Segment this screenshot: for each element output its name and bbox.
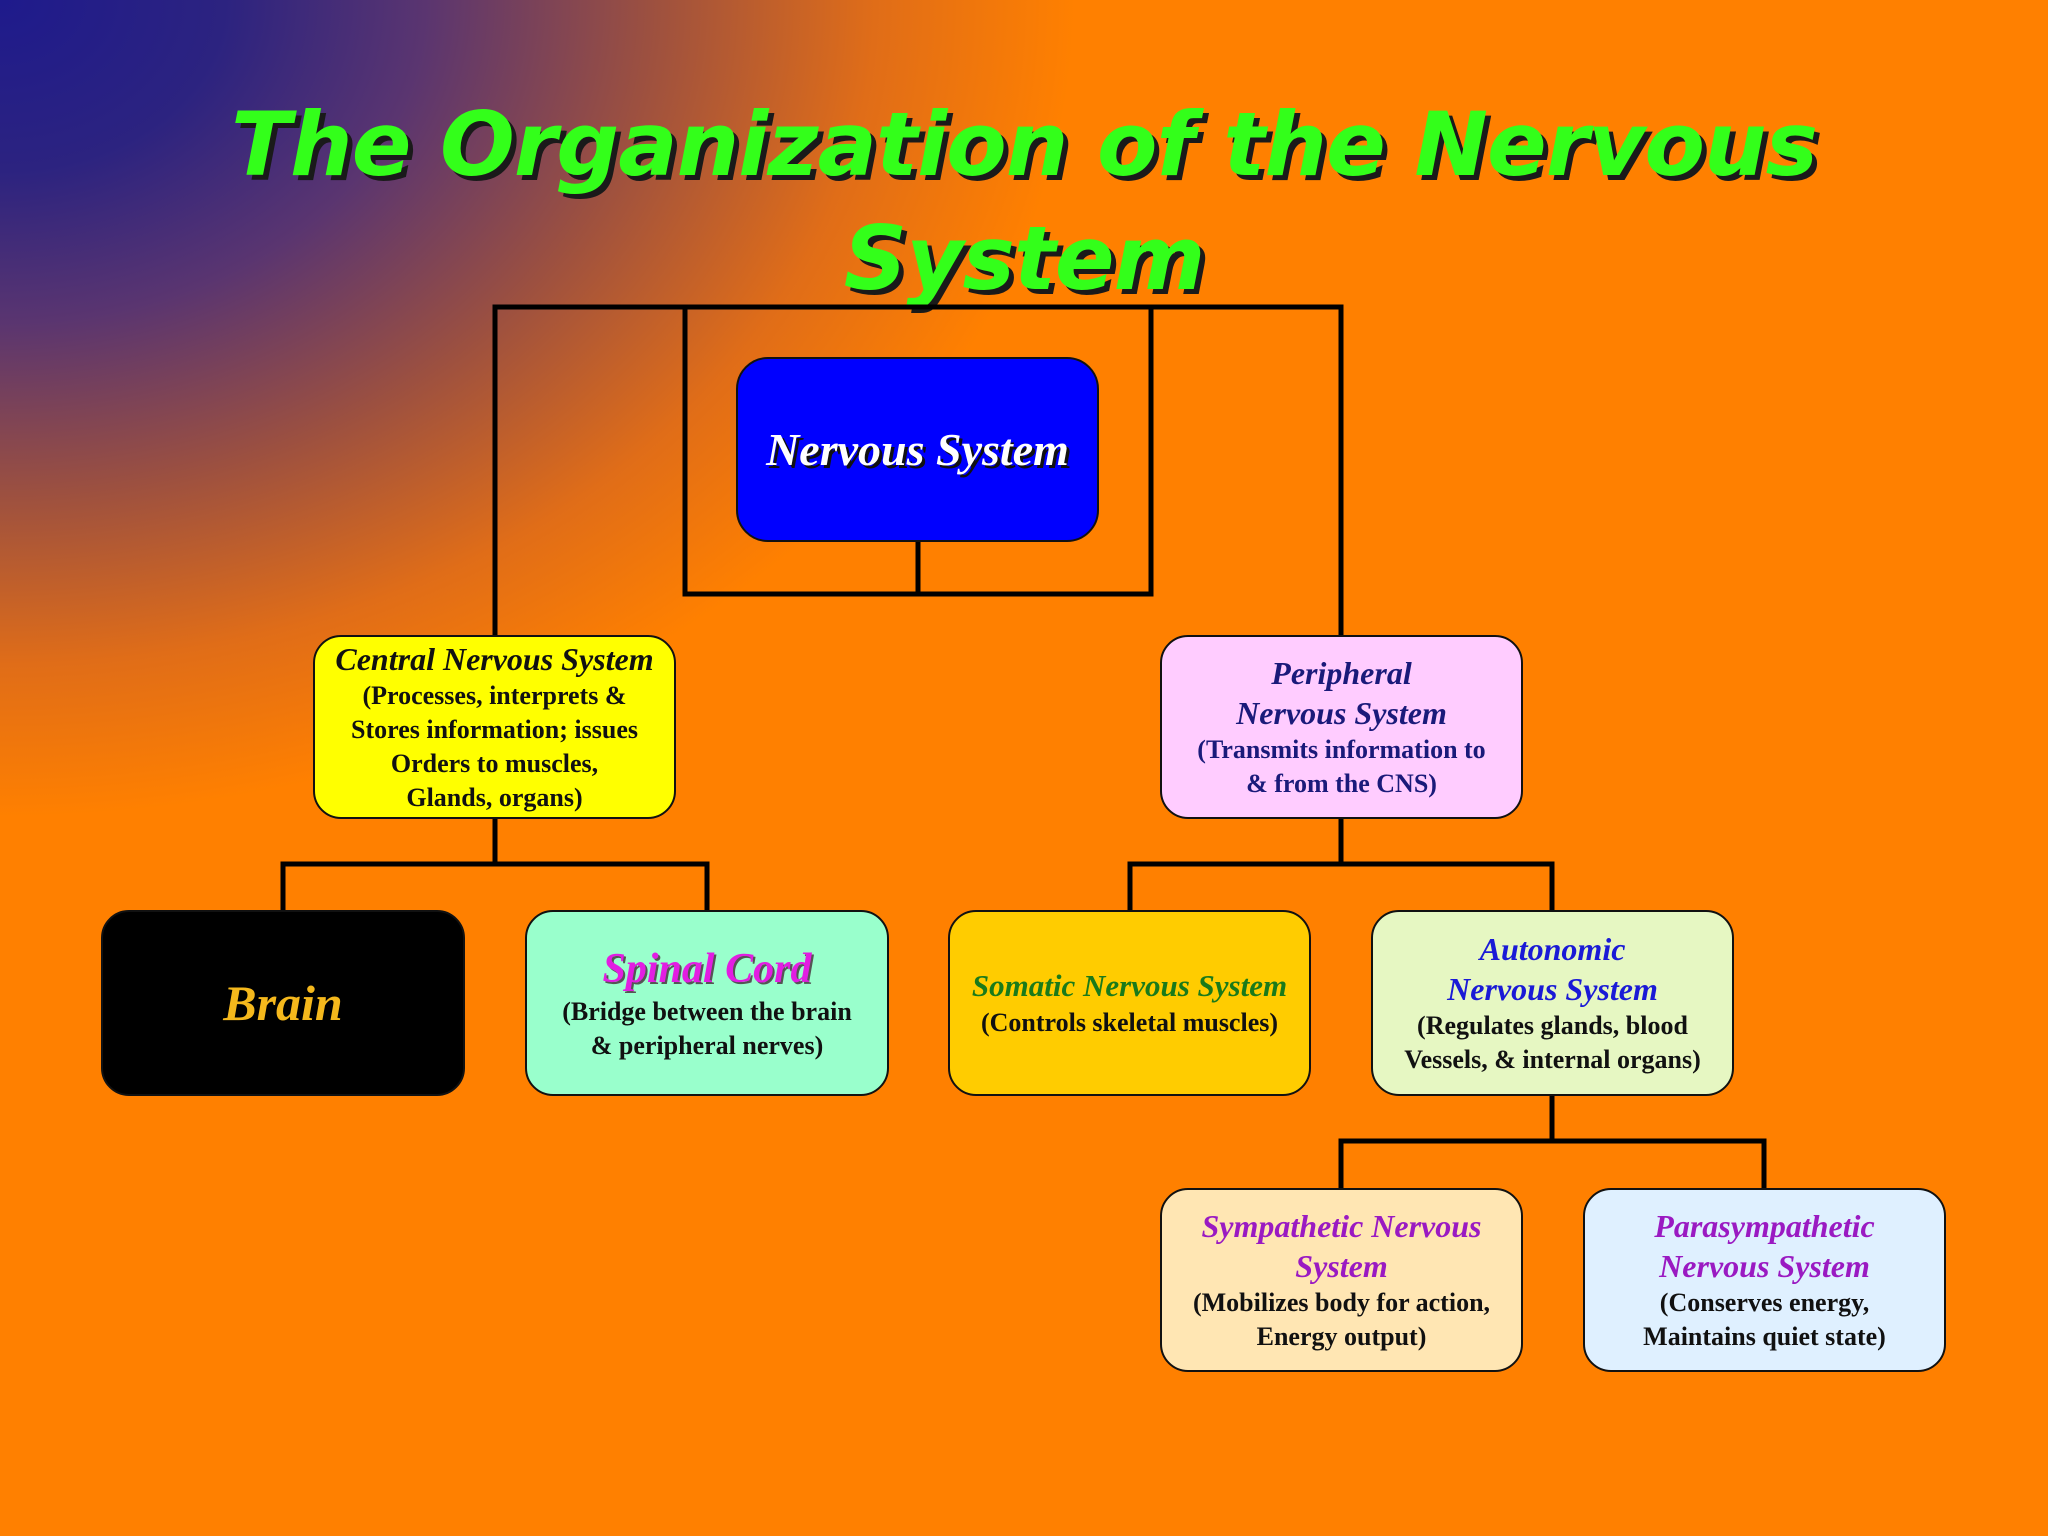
node-spinal-cord: Spinal Cord (Bridge between the brain & … [525, 910, 889, 1096]
node-cns-desc-2: Stores information; issues [351, 715, 638, 744]
node-cns-desc-1: (Processes, interprets & [362, 681, 627, 710]
node-sympathetic-title-1: Sympathetic Nervous [1201, 1208, 1482, 1244]
node-autonomic-desc-2: Vessels, & internal organs) [1404, 1045, 1701, 1074]
node-parasympathetic-nervous-system: Parasympathetic Nervous System (Conserve… [1583, 1188, 1946, 1372]
node-cns-desc-3: Orders to muscles, [390, 749, 599, 778]
node-sympathetic-desc-1: (Mobilizes body for action, [1192, 1288, 1491, 1317]
node-pns-desc-2: & from the CNS) [1246, 769, 1437, 798]
node-brain: Brain [101, 910, 465, 1096]
node-nervous-system: Nervous System [736, 357, 1099, 542]
node-autonomic-nervous-system: Autonomic Nervous System (Regulates glan… [1371, 910, 1734, 1096]
node-autonomic-title-2: Nervous System [1447, 971, 1658, 1007]
node-nervous-system-title: Nervous System [766, 423, 1069, 475]
node-somatic-desc-1: (Controls skeletal muscles) [980, 1008, 1279, 1037]
node-sympathetic-nervous-system: Sympathetic Nervous System (Mobilizes bo… [1160, 1188, 1523, 1372]
node-parasympathetic-title-1: Parasympathetic [1654, 1208, 1875, 1244]
connector-cns-children [280, 818, 710, 910]
connector-autonomic-children [1338, 1095, 1767, 1188]
node-parasympathetic-desc-1: (Conserves energy, [1659, 1288, 1870, 1317]
slide-title-line-2: System [843, 207, 1206, 310]
node-pns-title-1: Peripheral [1271, 655, 1412, 691]
node-brain-title: Brain [223, 975, 343, 1031]
slide-title-line-1: The Organization of the Nervous [231, 93, 1818, 196]
node-cns-title: Central Nervous System [335, 641, 654, 677]
node-somatic-nervous-system: Somatic Nervous System (Controls skeleta… [948, 910, 1311, 1096]
node-parasympathetic-desc-2: Maintains quiet state) [1643, 1322, 1886, 1351]
node-autonomic-desc-1: (Regulates glands, blood [1417, 1011, 1688, 1040]
node-parasympathetic-title-2: Nervous System [1659, 1248, 1870, 1284]
node-somatic-title: Somatic Nervous System [971, 968, 1288, 1003]
node-autonomic-title-1: Autonomic [1479, 931, 1626, 967]
node-central-nervous-system: Central Nervous System (Processes, inter… [313, 635, 676, 819]
node-spinal-cord-desc-2: & peripheral nerves) [590, 1031, 824, 1060]
connector-pns-children [1127, 818, 1555, 910]
node-pns-desc-1: (Transmits information to [1197, 735, 1486, 764]
node-spinal-cord-title: Spinal Cord [602, 946, 812, 992]
node-sympathetic-title-2: System [1295, 1248, 1388, 1284]
node-pns-title-2: Nervous System [1236, 695, 1447, 731]
node-sympathetic-desc-2: Energy output) [1256, 1322, 1427, 1351]
node-peripheral-nervous-system: Peripheral Nervous System (Transmits inf… [1160, 635, 1523, 819]
node-cns-desc-4: Glands, organs) [406, 783, 583, 812]
slide-title: The Organization of the Nervous System [0, 88, 2048, 316]
node-spinal-cord-desc-1: (Bridge between the brain [562, 997, 852, 1026]
connector-top-bracket [492, 304, 1344, 635]
